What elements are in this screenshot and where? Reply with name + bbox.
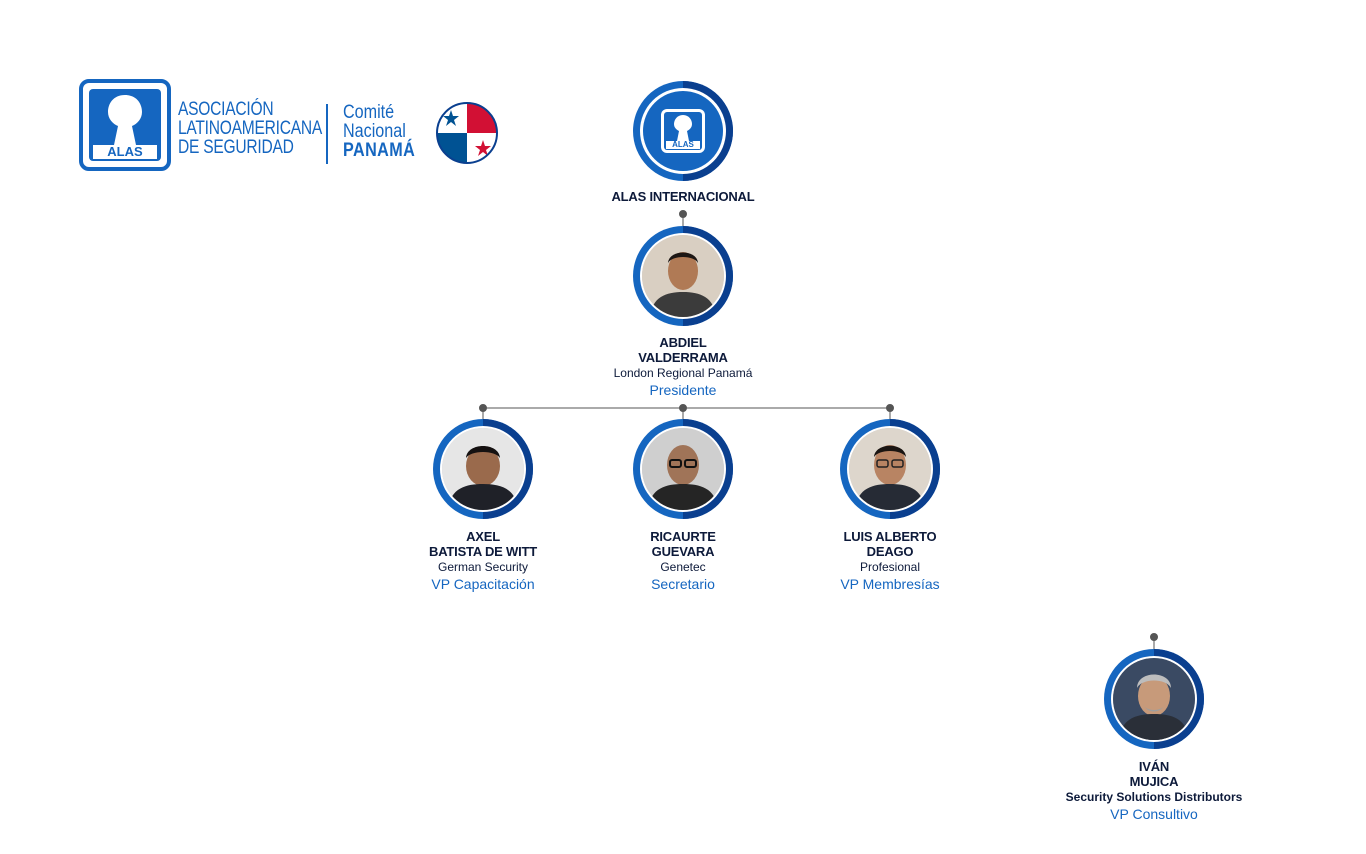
root-name: ALAS INTERNACIONAL bbox=[611, 189, 755, 204]
avatar bbox=[849, 428, 931, 510]
association-line-3: DE SEGURIDAD bbox=[178, 137, 294, 158]
committee-line-2: Nacional bbox=[343, 121, 406, 142]
person-photo-icon bbox=[642, 235, 724, 317]
member-3-role: VP Membresías bbox=[840, 576, 940, 592]
node-advisor bbox=[1102, 647, 1206, 751]
advisor-role: VP Consultivo bbox=[1110, 806, 1198, 822]
keyhole-icon bbox=[93, 95, 157, 159]
member-2-name-line-2: GUEVARA bbox=[651, 544, 715, 559]
committee-line-3: PANAMÁ bbox=[343, 140, 416, 161]
node-president bbox=[631, 224, 735, 328]
association-line-1: ASOCIACIÓN bbox=[178, 99, 274, 120]
advisor-name-line-2: MUJICA bbox=[1129, 774, 1179, 789]
alas-badge: ALAS bbox=[79, 79, 171, 171]
node-alas-internacional: ALAS bbox=[631, 79, 735, 183]
advisor-label: IVÁN MUJICA Security Solutions Distribut… bbox=[1024, 759, 1284, 823]
panama-flag-icon bbox=[436, 102, 498, 164]
association-line-2: LATINOAMERICANA bbox=[178, 118, 323, 139]
alas-mini-logo: ALAS bbox=[661, 109, 705, 153]
avatar bbox=[442, 428, 524, 510]
member-2-label: RICAURTE GUEVARA Genetec Secretario bbox=[553, 529, 813, 593]
member-3-name-line-2: DEAGO bbox=[866, 544, 914, 559]
avatar bbox=[1113, 658, 1195, 740]
president-label: ABDIEL VALDERRAMA London Regional Panamá… bbox=[553, 335, 813, 399]
member-3-label: LUIS ALBERTO DEAGO Profesional VP Membre… bbox=[760, 529, 1020, 593]
member-3-name-line-1: LUIS ALBERTO bbox=[843, 529, 937, 544]
person-photo-icon bbox=[442, 428, 524, 510]
member-1-name-line-1: AXEL bbox=[466, 529, 500, 544]
president-name-line-2: VALDERRAMA bbox=[638, 350, 728, 365]
node-member-2 bbox=[631, 417, 735, 521]
person-photo-icon bbox=[642, 428, 724, 510]
member-2-role: Secretario bbox=[651, 576, 715, 592]
logo-divider bbox=[326, 104, 328, 164]
avatar bbox=[642, 428, 724, 510]
advisor-company: Security Solutions Distributors bbox=[1065, 790, 1243, 804]
member-2-name-line-1: RICAURTE bbox=[650, 529, 716, 544]
alas-logo: ALAS ASOCIACIÓN LATINOAMERICANA DE SEGUR… bbox=[79, 79, 509, 174]
person-photo-icon bbox=[1113, 658, 1195, 740]
person-photo-icon bbox=[849, 428, 931, 510]
member-1-role: VP Capacitación bbox=[431, 576, 535, 592]
committee-line-1: Comité bbox=[343, 102, 395, 123]
member-2-company: Genetec bbox=[660, 560, 706, 574]
member-1-label: AXEL BATISTA DE WITT German Security VP … bbox=[353, 529, 613, 593]
member-3-company: Profesional bbox=[859, 560, 921, 574]
committee-name: Comité Nacional PANAMÁ bbox=[343, 103, 415, 160]
advisor-name-line-1: IVÁN bbox=[1138, 759, 1170, 774]
alas-mini-label: ALAS bbox=[672, 140, 694, 149]
member-1-name-line-2: BATISTA DE WITT bbox=[429, 544, 537, 559]
association-name: ASOCIACIÓN LATINOAMERICANA DE SEGURIDAD bbox=[178, 100, 322, 157]
root-label: ALAS INTERNACIONAL bbox=[553, 189, 813, 204]
node-member-3 bbox=[838, 417, 942, 521]
alas-badge-label: ALAS bbox=[107, 144, 143, 159]
keyhole-icon bbox=[666, 115, 700, 149]
president-name-line-1: ABDIEL bbox=[659, 335, 707, 350]
node-member-1 bbox=[431, 417, 535, 521]
member-1-company: German Security bbox=[437, 560, 529, 574]
president-company: London Regional Panamá bbox=[613, 366, 753, 380]
avatar bbox=[642, 235, 724, 317]
president-role: Presidente bbox=[649, 382, 717, 398]
